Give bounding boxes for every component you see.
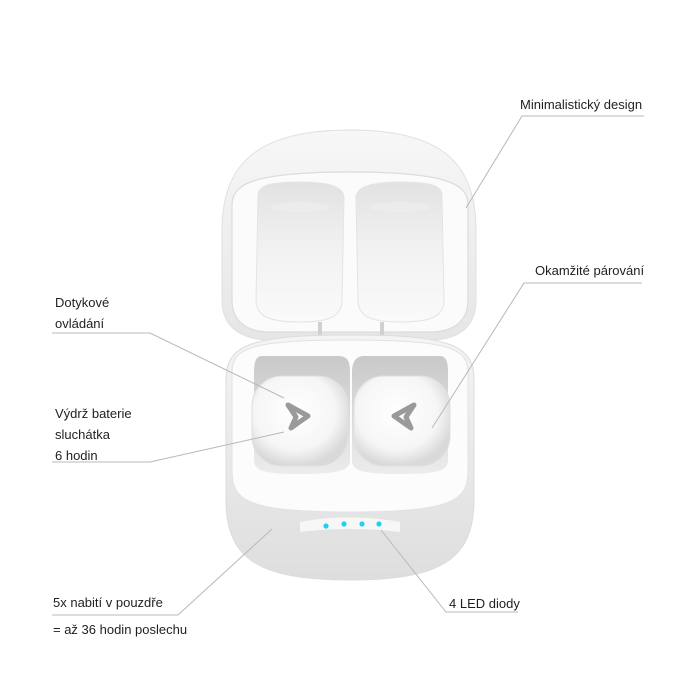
leader-line-charges <box>52 528 273 616</box>
callout-text: 5x nabití v pouzdře <box>53 595 163 610</box>
callout-text: ovládání <box>55 316 105 331</box>
leader-line-design <box>465 115 644 209</box>
led-icon <box>341 521 347 527</box>
callout-text: Výdrž baterie <box>55 406 132 421</box>
leader-line-pairing <box>431 282 642 429</box>
callout-pairing: Okamžité párování <box>535 260 644 281</box>
brand-logo-icon <box>391 402 417 431</box>
leader-line-touch <box>52 332 285 399</box>
callout-text: Okamžité párování <box>535 263 645 278</box>
callout-text: = až 36 hodin poslechu <box>53 622 188 637</box>
callout-charges-note: = až 36 hodin poslechu <box>53 619 187 640</box>
leader-line-leds <box>380 529 518 613</box>
led-icon <box>376 521 382 527</box>
led-indicators <box>323 521 382 529</box>
leader-lines <box>52 115 644 616</box>
earbud-right <box>353 375 451 467</box>
earbud-left <box>251 375 349 467</box>
callout-battery: Výdrž baterie sluchátka 6 hodin <box>55 403 132 466</box>
leader-line-battery <box>52 431 285 463</box>
brand-logo-icon <box>285 402 311 431</box>
led-icon <box>359 521 365 527</box>
callout-touch: Dotykové ovládání <box>55 292 109 334</box>
callout-text: Dotykové <box>55 295 110 310</box>
callout-text: Minimalistický design <box>520 97 643 112</box>
callout-charges: 5x nabití v pouzdře <box>53 592 163 613</box>
callout-leds: 4 LED diody <box>449 593 520 614</box>
case-lid <box>221 129 477 341</box>
callout-text: 6 hodin <box>55 448 98 463</box>
callout-text: sluchátka <box>55 427 110 442</box>
callout-text: 4 LED diody <box>449 596 520 611</box>
led-icon <box>323 523 329 529</box>
callout-design: Minimalistický design <box>520 94 642 115</box>
